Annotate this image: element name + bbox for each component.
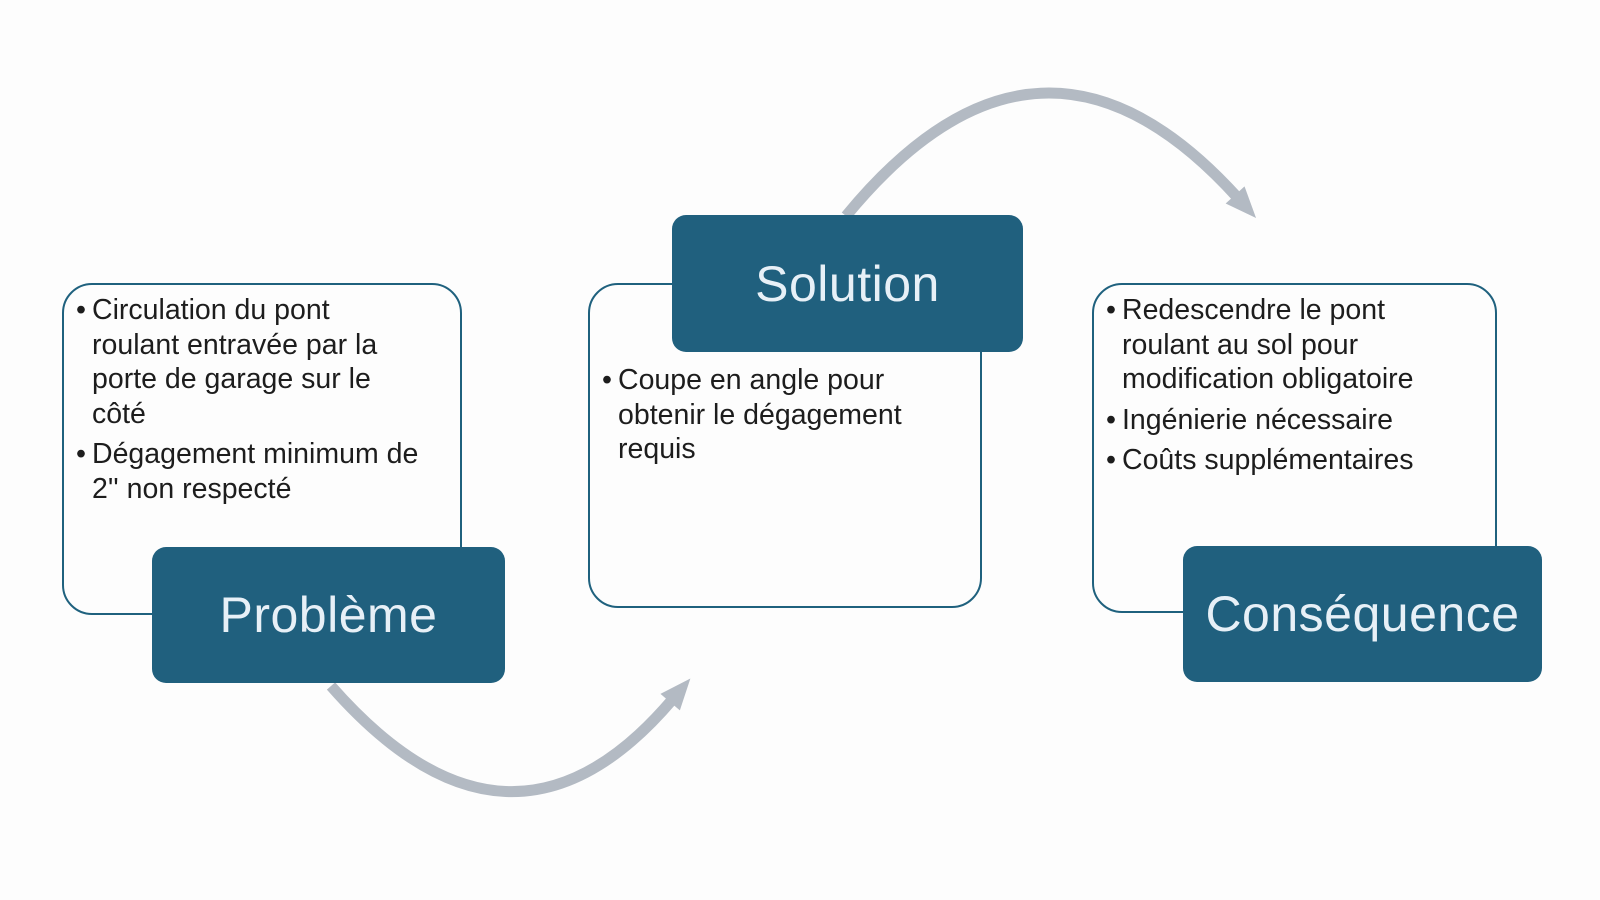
problem-title: Problème <box>219 587 438 643</box>
solution-title: Solution <box>755 255 940 312</box>
bullet-item: Coupe en angle pour obtenir le dégagemen… <box>602 363 974 467</box>
problem-content-box: Circulation du pont roulant entravée par… <box>62 283 462 615</box>
problem-title-box: Problème <box>152 547 505 683</box>
consequence-title: Conséquence <box>1205 586 1520 642</box>
problem-bullet-list: Circulation du pont roulant entravée par… <box>64 285 460 506</box>
bullet-item: Circulation du pont roulant entravée par… <box>76 293 454 431</box>
bullet-item: Ingénierie nécessaire <box>1106 403 1489 438</box>
bullet-item: Redescendre le pont roulant au sol pour … <box>1106 293 1489 397</box>
arrow-solution-to-consequence <box>841 87 1257 220</box>
solution-title-box: Solution <box>672 215 1023 352</box>
bullet-item: Dégagement minimum de 2'' non respecté <box>76 437 454 506</box>
bullet-item: Coûts supplémentaires <box>1106 443 1489 478</box>
solution-bullet-list: Coupe en angle pour obtenir le dégagemen… <box>590 285 980 467</box>
consequence-bullet-list: Redescendre le pont roulant au sol pour … <box>1094 285 1495 478</box>
consequence-title-box: Conséquence <box>1183 546 1542 682</box>
arrow-problem-to-solution <box>326 678 691 797</box>
